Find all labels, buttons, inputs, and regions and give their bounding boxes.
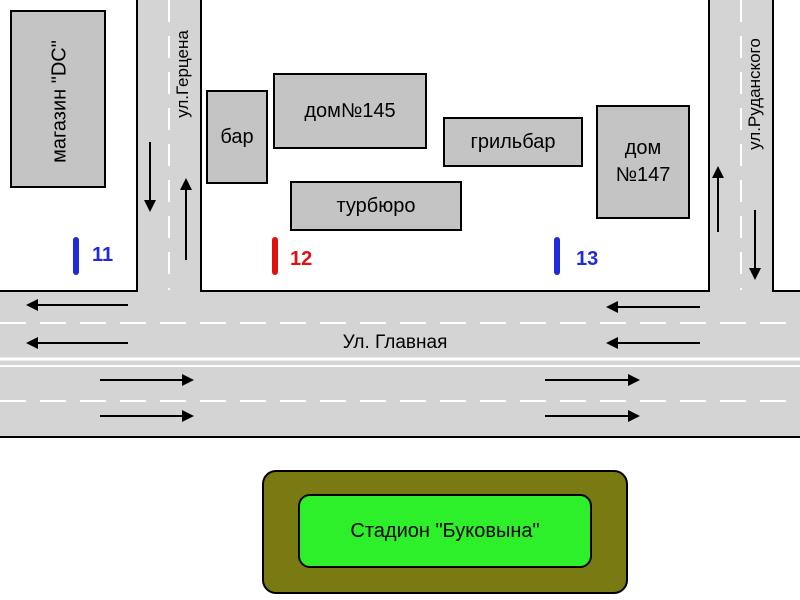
intersection-gertsena <box>138 286 200 296</box>
building-house-147: дом №147 <box>596 105 690 219</box>
building-shop-label: магазин "DC" <box>48 40 71 163</box>
stop-13-number: 13 <box>576 248 599 270</box>
stadium-label: Стадион "Буковына" <box>350 519 540 542</box>
building-house-145: дом№145 <box>273 73 427 149</box>
arrow-down-icon <box>144 142 761 280</box>
building-bar: бар <box>206 90 268 184</box>
street-label-rudanskogo: ул.Руданского <box>745 38 764 150</box>
arrow-right-icon <box>100 374 640 422</box>
stadium-field[interactable]: Стадион "Буковына" <box>298 494 592 568</box>
stop-11-number: 11 <box>92 244 114 266</box>
street-label-gertsena: ул.Герцена <box>173 30 192 118</box>
road-main <box>0 290 800 438</box>
street-label-main: Ул. Главная <box>342 332 448 353</box>
building-house-147-line2: №147 <box>615 164 671 186</box>
stop-13-marker[interactable] <box>554 237 560 275</box>
building-travel-agency: турбюро <box>290 181 462 231</box>
building-shop-dc: магазин "DC" <box>10 10 106 188</box>
stop-12-number: 12 <box>290 248 313 270</box>
stop-12-marker[interactable] <box>272 237 278 275</box>
arrow-up-icon <box>180 166 724 260</box>
building-house-147-line1: дом <box>624 137 662 159</box>
stop-11-marker[interactable] <box>73 237 79 275</box>
building-grill-bar: грильбар <box>443 117 583 167</box>
intersection-rudanskogo <box>710 286 772 296</box>
arrow-left-icon <box>26 299 700 349</box>
